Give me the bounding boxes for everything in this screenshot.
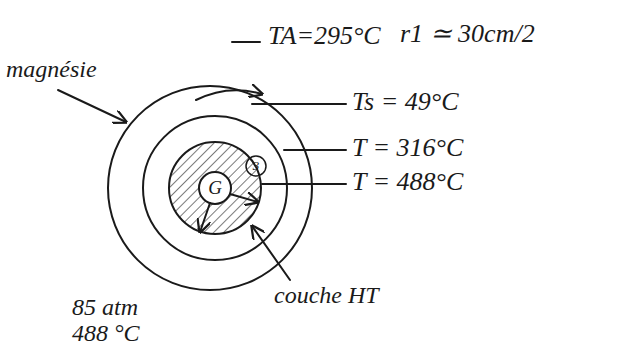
- leader-arrow: [58, 90, 126, 122]
- outer-circle: [108, 86, 312, 290]
- dash-mark: [232, 41, 260, 43]
- leader-line: [284, 149, 346, 151]
- leader-line: [262, 183, 346, 185]
- temperature-label: Ts = 49°C: [352, 88, 458, 117]
- temperature-label: 488 °C: [72, 320, 140, 346]
- temperature-label: T = 316°C: [352, 134, 463, 163]
- temperature-label: TA=295°C: [268, 22, 381, 51]
- temperature-label: T = 488°C: [352, 168, 463, 197]
- pressure-label: 85 atm: [72, 294, 138, 320]
- leader-arrow: [252, 226, 290, 280]
- radius-arrow: [230, 194, 258, 202]
- curved-arrow: [196, 90, 262, 100]
- inner-circle: [169, 142, 261, 234]
- core-circle: [199, 172, 231, 204]
- callout-number: 3: [253, 159, 260, 173]
- callout-circle: [246, 156, 266, 176]
- radius-arrow: [200, 203, 210, 232]
- middle-circle: [143, 116, 287, 260]
- hatched-layer: [169, 142, 261, 234]
- layer-label: couche HT: [274, 282, 379, 308]
- center-letter: G: [208, 178, 222, 199]
- dimension-label: r1 ≃ 30cm/2: [400, 20, 535, 49]
- material-label: magnésie: [6, 56, 97, 82]
- leader-line: [252, 103, 346, 105]
